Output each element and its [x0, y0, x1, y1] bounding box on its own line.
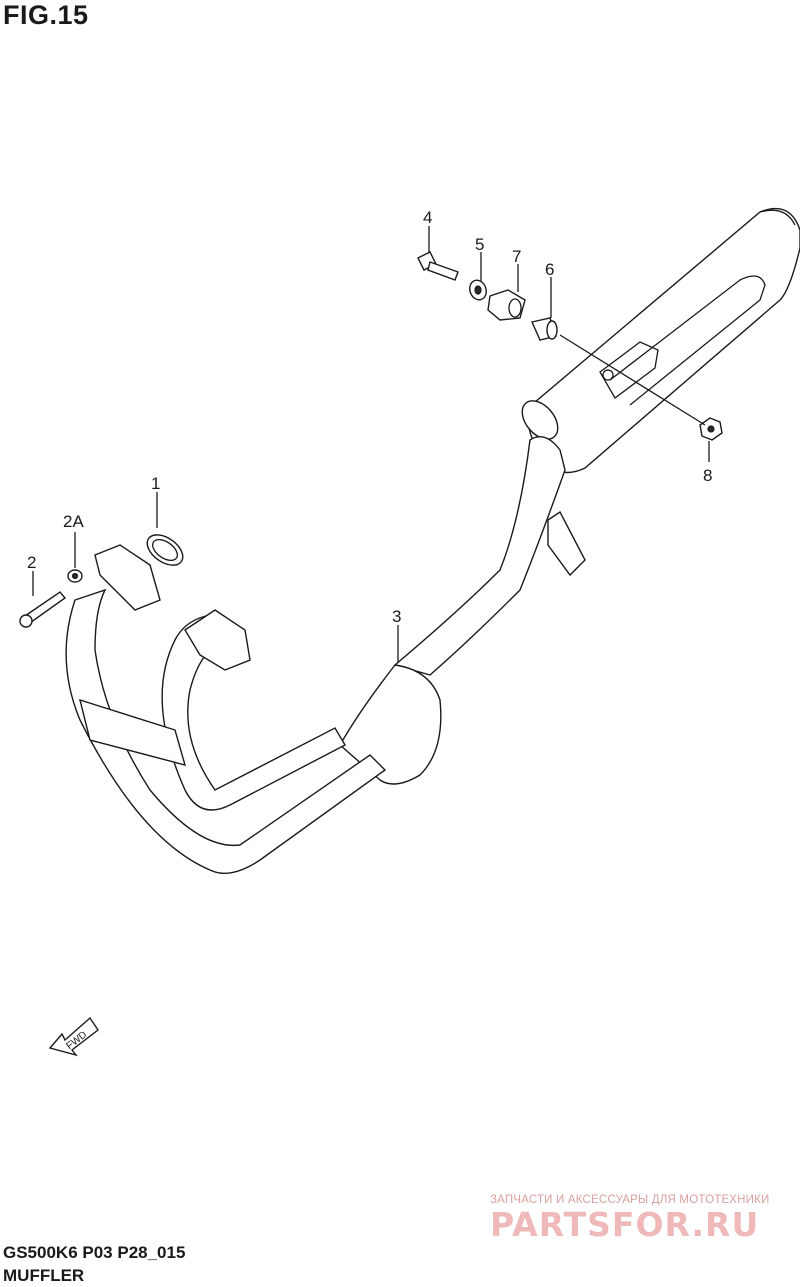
muffler-body[interactable]	[515, 207, 800, 577]
bolt-4[interactable]	[417, 251, 459, 281]
bolt-2[interactable]	[19, 591, 67, 628]
callout-1: 1	[151, 474, 160, 493]
figure-title: FIG.15	[3, 0, 89, 30]
watermark-tagline: ЗАПЧАСТИ И АКСЕССУАРЫ ДЛЯ МОТОТЕХНИКИ	[490, 1194, 770, 1206]
gasket-ring[interactable]	[142, 529, 189, 572]
callout-2a: 2A	[63, 512, 84, 531]
callout-3: 3	[392, 607, 401, 626]
washer-5[interactable]	[467, 278, 489, 302]
model-code: GS500K6 P03 P28_015	[3, 1243, 186, 1262]
leader-lines	[32, 226, 710, 662]
callout-8: 8	[703, 466, 712, 485]
washer-2a[interactable]	[67, 569, 83, 583]
callout-2: 2	[27, 553, 36, 572]
exhaust-pipe-assembly[interactable]	[65, 436, 566, 874]
rubber-damper-7[interactable]	[487, 289, 526, 321]
section-name: MUFFLER	[3, 1266, 85, 1285]
collar-6[interactable]	[531, 317, 558, 341]
watermark-logo: PARTSFOR.RU	[490, 1205, 760, 1244]
callout-7: 7	[512, 247, 521, 266]
callout-6: 6	[545, 260, 554, 279]
nut-8[interactable]	[699, 417, 723, 441]
forward-direction-arrow: FWD	[48, 1016, 99, 1057]
callout-5: 5	[475, 235, 484, 254]
callout-4: 4	[423, 208, 432, 227]
callout-labels: 1 2A 2 3 4 5 7 6 8	[27, 208, 712, 626]
